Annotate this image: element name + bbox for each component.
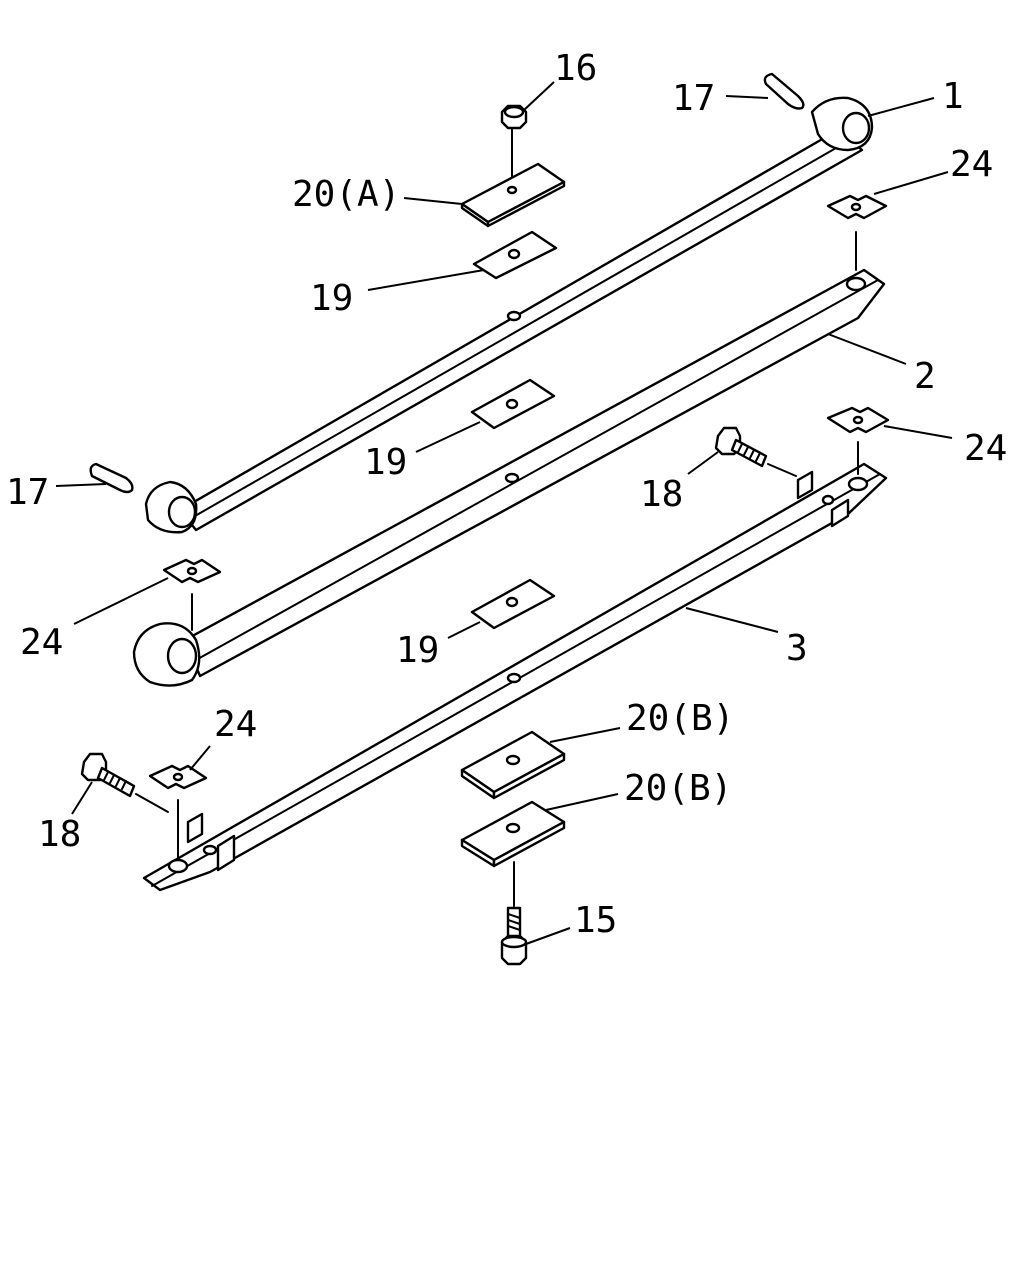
- label-part-17-left: 17: [6, 472, 49, 513]
- nut-16: [500, 104, 528, 187]
- leader-lines: [55, 81, 953, 945]
- bolt-18-left: [80, 752, 169, 813]
- label-part-19-low: 19: [396, 630, 439, 671]
- label-part-24-bottom-left: 24: [214, 704, 257, 745]
- label-part-2: 2: [914, 356, 936, 397]
- leaf-3: [142, 462, 888, 892]
- label-part-18-left: 18: [38, 814, 81, 855]
- clip-24-top-right: [826, 194, 888, 271]
- bolt-18-right: [714, 426, 797, 477]
- label-part-15: 15: [574, 900, 617, 941]
- clip-24-left: [162, 558, 222, 631]
- shim-19-top: [472, 230, 558, 280]
- pin-17-top: [763, 72, 805, 110]
- callout-labels: 1 17 16 20(A) 19 24 2 19 24 18 17 24 19 …: [6, 48, 1007, 941]
- leaf-1: [144, 96, 874, 534]
- pad-20a: [460, 162, 566, 228]
- shim-19-mid: [470, 378, 556, 430]
- clip-24-bottom-left: [148, 764, 208, 861]
- label-part-20b-upper: 20(B): [626, 698, 734, 739]
- label-part-19-mid: 19: [364, 442, 407, 483]
- label-part-17-top: 17: [672, 78, 715, 119]
- label-part-24-left: 24: [20, 622, 63, 663]
- pin-17-left: [89, 462, 134, 494]
- label-part-3: 3: [786, 628, 808, 669]
- clip-24-mid-right: [826, 406, 890, 475]
- label-part-24-top-right: 24: [950, 144, 993, 185]
- label-part-18-right: 18: [640, 474, 683, 515]
- label-part-16: 16: [554, 48, 597, 89]
- leaf-2: [132, 268, 886, 687]
- label-part-24-mid-right: 24: [964, 428, 1007, 469]
- pad-20b-upper: [460, 730, 566, 800]
- pad-20b-lower: [460, 800, 566, 868]
- label-part-20a: 20(A): [292, 174, 400, 215]
- label-part-20b-lower: 20(B): [624, 768, 732, 809]
- label-part-1: 1: [942, 76, 964, 117]
- bolt-15: [500, 861, 528, 966]
- label-part-19-top: 19: [310, 278, 353, 319]
- shim-19-low: [470, 578, 556, 630]
